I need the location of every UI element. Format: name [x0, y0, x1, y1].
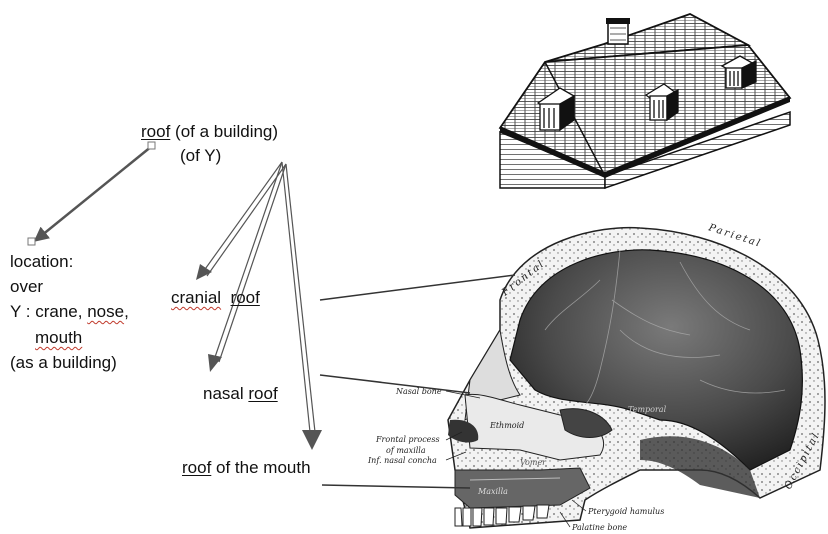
text-of-y: (of Y) [180, 146, 221, 166]
line-cranial-roof [320, 275, 515, 300]
arrowhead-nasal [208, 354, 222, 372]
left-mouth: mouth [35, 328, 82, 347]
target-roof-of-mouth: roof of the mouth [182, 458, 311, 478]
word-nasal-roof: roof [248, 384, 277, 403]
left-y-nose: nose [87, 302, 124, 321]
text-of-a-building: (of a building) [175, 122, 278, 141]
target-cranial-roof: cranial roof [171, 288, 260, 308]
left-y-suffix: , [124, 302, 129, 321]
arrowhead-mouth [302, 430, 322, 450]
left-line-location: location: [10, 252, 73, 272]
word-mouth-roof: roof [182, 458, 211, 477]
target-nasal-roof: nasal roof [203, 384, 278, 404]
line-mouth-roof [322, 485, 470, 488]
arrow-roof-to-location [36, 146, 152, 240]
left-line-y: Y : crane, nose, [10, 302, 129, 322]
word-nasal: nasal [203, 384, 248, 403]
left-line-mouth: mouth [35, 328, 82, 348]
left-y-prefix: Y : crane, [10, 302, 87, 321]
line-nasal-roof [320, 375, 470, 393]
word-roof: roof [141, 122, 170, 141]
word-cranial-roof: roof [231, 288, 260, 307]
word-of-the-mouth: of the mouth [211, 458, 310, 477]
word-cranial: cranial [171, 288, 221, 307]
arrowhead-cranial [196, 264, 212, 280]
left-line-over: over [10, 277, 43, 297]
heading-roof-of-building: roof (of a building) [141, 122, 278, 142]
left-line-as-building: (as a building) [10, 353, 117, 373]
